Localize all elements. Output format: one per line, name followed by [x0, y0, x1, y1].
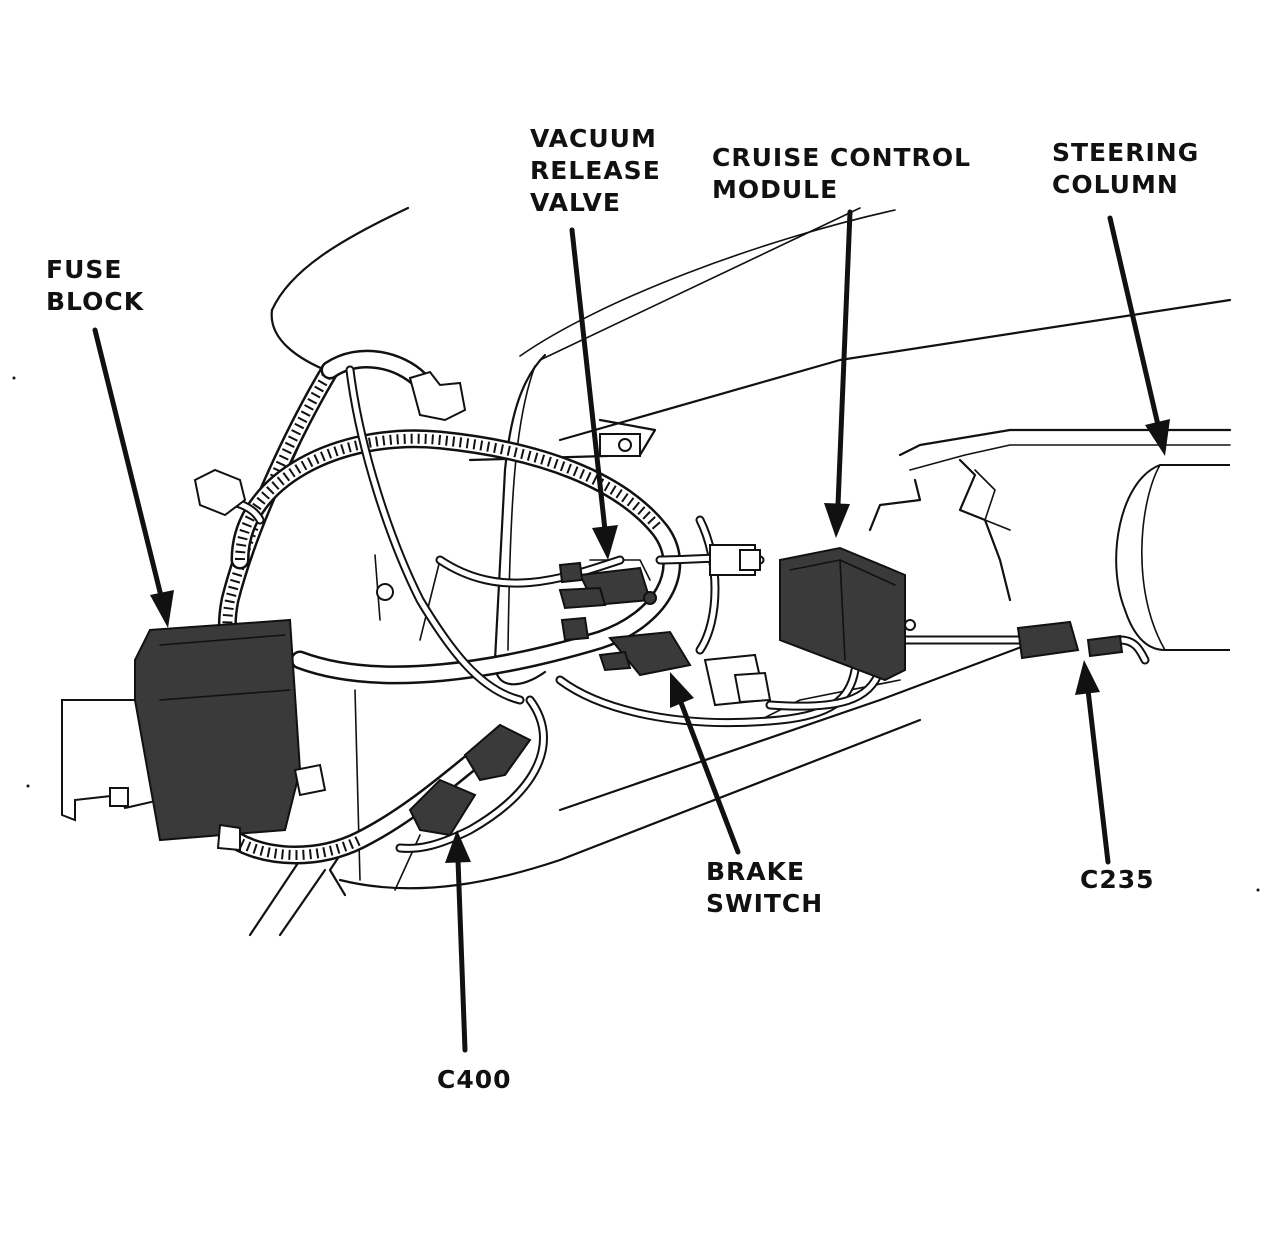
- label-brake-switch-line-2: SWITCH: [706, 889, 824, 918]
- label-brake-switch: BRAKE SWITCH: [706, 856, 823, 920]
- arrow-fuse-block: [92, 327, 165, 603]
- cruise-control-module-component: [779, 546, 916, 682]
- steering-column: [1115, 464, 1230, 651]
- arrow-fuse-block-head: [150, 590, 174, 628]
- clips: [193, 370, 761, 601]
- label-c400: C400: [437, 1064, 512, 1096]
- arrow-vacuum-release-valve-head: [592, 525, 618, 560]
- leader-arrows: [92, 209, 1170, 1053]
- dash-structure: [248, 206, 1232, 937]
- label-cruise-control-module-line-2: MODULE: [712, 175, 839, 204]
- label-vacuum-release-valve-line-2: RELEASE: [530, 156, 661, 185]
- arrow-vacuum-release-valve: [569, 227, 608, 533]
- arrow-brake-switch-head: [670, 672, 694, 708]
- arrow-steering-column: [1107, 215, 1161, 428]
- arrow-c400-head: [445, 830, 471, 863]
- label-cruise-control-module-line-1: CRUISE CONTROL: [712, 143, 971, 172]
- arrow-steering-column-head: [1145, 419, 1170, 456]
- arrow-brake-switch: [677, 697, 741, 855]
- arrow-cruise-control-module: [835, 209, 853, 508]
- label-cruise-control-module: CRUISE CONTROL MODULE: [712, 142, 971, 206]
- scan-marks: [12, 376, 1260, 892]
- label-c400-text: C400: [437, 1065, 512, 1094]
- label-c235-text: C235: [1080, 865, 1155, 894]
- arrow-c235-head: [1075, 660, 1100, 695]
- label-steering-column-line-2: COLUMN: [1052, 170, 1179, 199]
- label-vacuum-release-valve: VACUUM RELEASE VALVE: [530, 123, 661, 219]
- brake-switch-component: [598, 630, 772, 707]
- arrow-c400: [455, 857, 468, 1053]
- label-steering-column: STEERING COLUMN: [1052, 137, 1199, 201]
- arrow-cruise-control-module-head: [824, 503, 850, 538]
- label-brake-switch-line-1: BRAKE: [706, 857, 806, 886]
- label-c235: C235: [1080, 864, 1155, 896]
- vacuum-release-valve-component: [558, 561, 657, 642]
- label-vacuum-release-valve-line-1: VACUUM: [530, 124, 657, 153]
- wiring-harness: [210, 349, 1150, 865]
- label-steering-column-line-1: STEERING: [1052, 138, 1200, 167]
- arrow-c235: [1085, 687, 1111, 865]
- label-vacuum-release-valve-line-3: VALVE: [530, 188, 621, 217]
- label-fuse-block-line-1: FUSE: [46, 255, 123, 284]
- c400-connector: [216, 723, 532, 852]
- label-fuse-block-line-2: BLOCK: [46, 287, 145, 316]
- fuse-block-component: [61, 618, 327, 842]
- label-fuse-block: FUSE BLOCK: [46, 254, 144, 318]
- c235-connector: [1016, 620, 1124, 660]
